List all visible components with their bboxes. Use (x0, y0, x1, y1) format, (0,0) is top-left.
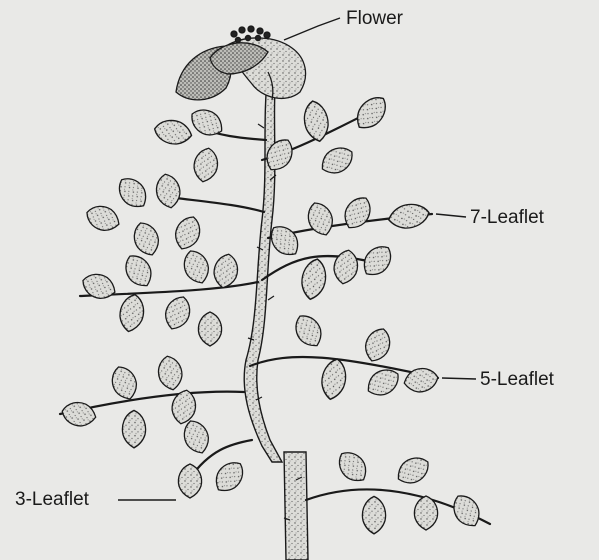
leaflet (153, 118, 194, 147)
leaflet (191, 146, 220, 184)
flower-callout-line (284, 18, 340, 40)
three-leaflet-label: 3-Leaflet (15, 490, 89, 509)
leaflet (171, 213, 204, 253)
leaflet (319, 357, 349, 401)
leaflet (448, 490, 485, 531)
leaflet (333, 446, 373, 487)
leaflet (198, 312, 221, 346)
leaflet (393, 452, 434, 489)
leaflet (79, 270, 119, 303)
leaflet (290, 310, 327, 351)
leaflet (210, 456, 250, 497)
leaflet (117, 293, 146, 334)
leaflet (299, 257, 329, 301)
leaflet (414, 496, 437, 530)
leaflet (122, 410, 145, 447)
leaflet (339, 192, 376, 233)
leaflet (161, 293, 194, 333)
seven-leaflet-label: 7-Leaflet (470, 208, 544, 227)
flower (176, 26, 306, 100)
leaflets (60, 91, 485, 534)
flower-label: Flower (346, 9, 403, 28)
leaflet (362, 496, 385, 533)
leaflet (301, 99, 331, 143)
leaflet (113, 172, 153, 213)
leaflet (304, 199, 337, 239)
seven-leaflet-callout-line (436, 214, 466, 217)
leaflet (350, 91, 392, 135)
leaflet (60, 400, 98, 429)
leaflet (130, 219, 163, 259)
leaflet (178, 464, 201, 498)
leaflet (331, 248, 360, 286)
leaflet (108, 363, 141, 403)
leaflet (154, 172, 183, 210)
leaflet (317, 142, 358, 179)
five-leaflet-callout-line (442, 378, 476, 379)
leaflet (211, 252, 240, 290)
leaflet (83, 202, 123, 235)
leaflet (180, 247, 213, 287)
five-leaflet-label: 5-Leaflet (480, 370, 554, 389)
leaflet (156, 354, 185, 392)
leaflet (402, 366, 440, 395)
leaflet (120, 250, 157, 291)
leaflet (361, 325, 394, 365)
leaflet (387, 201, 431, 231)
